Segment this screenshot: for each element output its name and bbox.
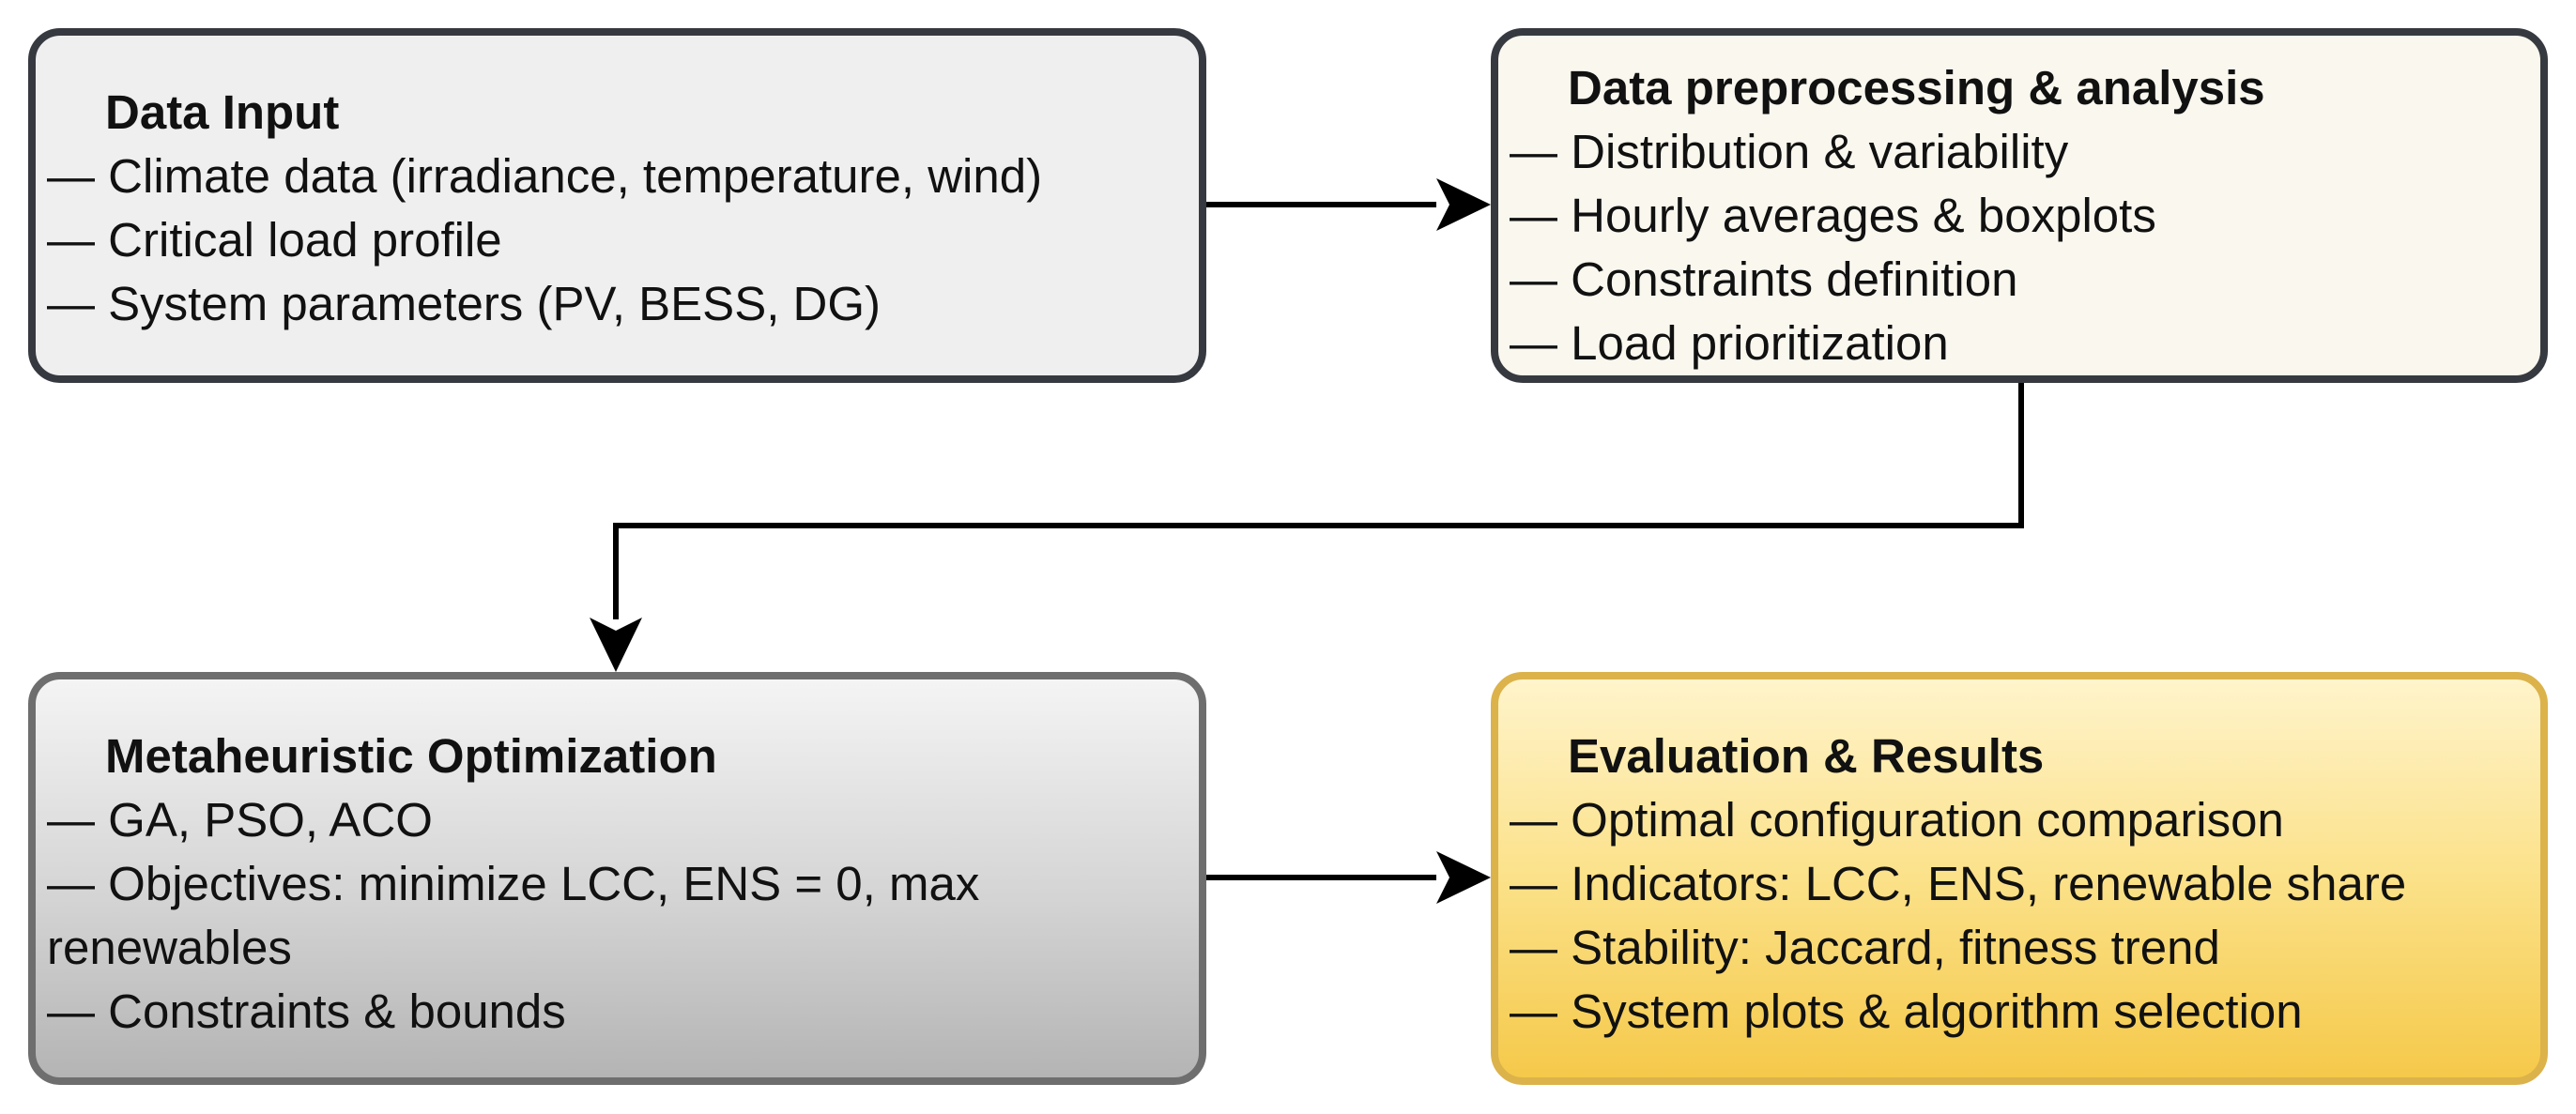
data-input-item: — System parameters (PV, BESS, DG)	[47, 277, 882, 330]
results-title: Evaluation & Results	[1568, 729, 2045, 783]
results-item: — Optimal configuration comparison	[1510, 793, 2284, 847]
data-input-item: — Critical load profile	[47, 213, 502, 267]
data-input-title: Data Input	[105, 85, 340, 139]
preprocessing-item: — Load prioritization	[1510, 316, 1949, 370]
arrow-input-to-preprocessing	[1206, 178, 1491, 231]
optimization-list: — GA, PSO, ACO — Objectives: minimize LC…	[47, 788, 1171, 1044]
data-input-list: — Climate data (irradiance, temperature,…	[47, 145, 1171, 336]
optimization-title: Metaheuristic Optimization	[105, 729, 717, 783]
results-item: — Stability: Jaccard, fitness trend	[1510, 921, 2220, 974]
preprocessing-item: — Constraints definition	[1510, 252, 2018, 306]
arrow-preprocessing-to-optimization	[590, 383, 2024, 672]
preprocessing-item: — Distribution & variability	[1510, 125, 2069, 178]
preprocessing-item: — Hourly averages & boxplots	[1510, 189, 2156, 242]
results-box: Evaluation & Results — Optimal configura…	[1491, 672, 2548, 1085]
optimization-box: Metaheuristic Optimization — GA, PSO, AC…	[28, 672, 1206, 1085]
optimization-item: — GA, PSO, ACO	[47, 793, 433, 847]
results-item: — Indicators: LCC, ENS, renewable share	[1510, 857, 2407, 910]
results-list: — Optimal configuration comparison — Ind…	[1510, 788, 2512, 1044]
preprocessing-list: — Distribution & variability — Hourly av…	[1510, 120, 2512, 375]
preprocessing-box: Data preprocessing & analysis — Distribu…	[1491, 28, 2548, 383]
arrow-optimization-to-results	[1206, 851, 1491, 904]
data-input-item: — Climate data (irradiance, temperature,…	[47, 149, 1043, 203]
optimization-item: — Constraints & bounds	[47, 984, 566, 1038]
data-input-box: Data Input — Climate data (irradiance, t…	[28, 28, 1206, 383]
preprocessing-title: Data preprocessing & analysis	[1568, 61, 2265, 114]
optimization-item: — Objectives: minimize LCC, ENS = 0, max…	[47, 857, 980, 974]
results-item: — System plots & algorithm selection	[1510, 984, 2303, 1038]
